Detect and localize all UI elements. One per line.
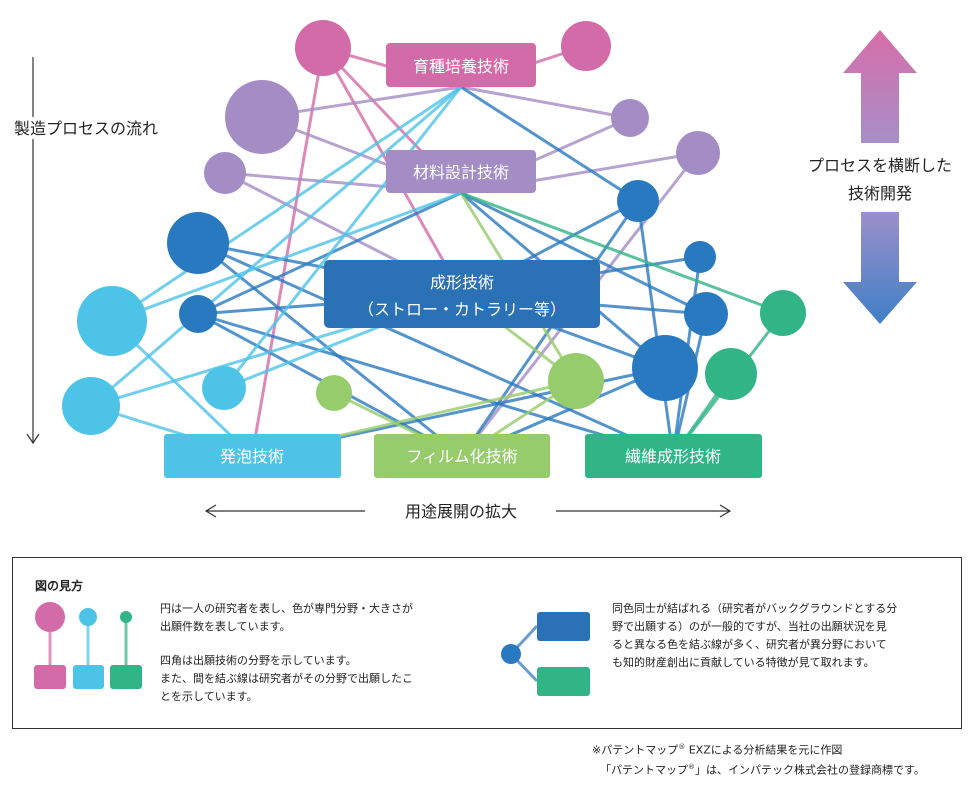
legend-text-1a: 円は一人の研究者を表し、色が専門分野・大きさが — [160, 602, 413, 615]
researcher-circle-b1 — [77, 286, 147, 356]
reg-mark-2: ® — [688, 763, 695, 771]
box-film-label: フィルム化技術 — [406, 447, 517, 466]
box-molding: 成形技術 （ストロー・カトラリー等） — [324, 260, 600, 328]
connection-line-p1-T4 — [250, 47, 325, 457]
researcher-circle-u1 — [225, 80, 299, 154]
cross-process-label-1: プロセスを横断した — [808, 156, 952, 175]
box-foam-label: 発泡技術 — [220, 447, 284, 466]
legend-text-connections: 同色同士が結ばれる（研究者がバックグラウンドとする分 野で出願する）のが一般的で… — [612, 600, 897, 672]
legend-text-2a: 四角は出願技術の分野を示しています。 — [160, 654, 357, 667]
box-molding-label-2: （ストロー・カトラリー等） — [358, 300, 566, 319]
connection-line-d2-T1 — [460, 85, 639, 203]
box-fiber: 繊維成形技術 — [585, 434, 762, 478]
box-material: 材料設計技術 — [386, 150, 536, 193]
researcher-circle-d3 — [684, 241, 716, 273]
connection-line-d5-T2 — [460, 191, 707, 316]
researcher-circle-d4 — [179, 295, 217, 333]
connection-line-b1-T2 — [111, 191, 462, 323]
connection-line-d2-T6 — [636, 200, 675, 457]
footnote-2-suffix: 」は、インパテック株式会社の登録商標です。 — [695, 763, 925, 777]
researcher-circle-d5 — [684, 292, 728, 336]
legend-text-boxes: 四角は出願技術の分野を示しています。 また、間を結ぶ線は研究者がその分野で出願し… — [160, 652, 413, 706]
researcher-circle-b3 — [62, 377, 120, 435]
legend-text-3b: 野で出願する）のが一般的ですが、当社の出願状況を見 — [612, 620, 887, 633]
footnote-1-prefix: ※パテントマップ — [592, 743, 679, 757]
box-breeding: 育種培養技術 — [386, 43, 536, 87]
legend-text-circles: 円は一人の研究者を表し、色が専門分野・大きさが 出願件数を表しています。 — [160, 600, 413, 636]
reg-mark-1: ® — [678, 743, 686, 751]
box-breeding-label: 育種培養技術 — [413, 57, 509, 76]
connection-line-d2-T5 — [460, 200, 640, 457]
legend-text-3c: ると異なる色を結ぶ線が多く、研究者が異分野において — [612, 638, 887, 651]
box-material-label: 材料設計技術 — [413, 163, 509, 182]
researcher-circles — [62, 20, 806, 435]
box-film: フィルム化技術 — [374, 434, 550, 478]
connection-line-u2-T1 — [460, 85, 631, 120]
researcher-circle-g2 — [548, 353, 604, 409]
researcher-circle-u4 — [204, 152, 246, 194]
legend-text-3d: も知的財産創出に貢献している特徴が見て取れます。 — [612, 656, 875, 669]
legend-title: 図の見方 — [35, 579, 84, 593]
connection-line-b1-T1 — [111, 85, 462, 323]
arrow-down-icon — [843, 212, 917, 324]
connection-line-e1-T2 — [460, 191, 784, 315]
connection-line-b3-T1 — [90, 85, 462, 408]
legend-connection-icon — [501, 612, 590, 696]
researcher-circle-e1 — [760, 290, 806, 336]
researcher-circle-b2 — [202, 366, 246, 410]
box-fiber-label: 繊維成形技術 — [625, 447, 721, 466]
researcher-circle-u3 — [676, 131, 720, 175]
connection-line-b2-T1 — [222, 86, 463, 389]
legend-text-2c: とを示しています。 — [160, 690, 258, 703]
researcher-circle-p1 — [295, 20, 351, 76]
researcher-circle-e2 — [705, 348, 757, 400]
connection-line-d4-T6 — [197, 312, 674, 458]
footnote-line-2: 「パテントマップ®」は、インパテック株式会社の登録商標です。 — [600, 759, 925, 779]
arrow-up-icon — [843, 30, 917, 143]
legend-text-3a: 同色同士が結ばれる（研究者がバックグラウンドとする分 — [612, 602, 898, 615]
legend-text-2b: また、間を結ぶ線は研究者がその分野で出願したこ — [160, 672, 413, 685]
box-molding-label-1: 成形技術 — [430, 273, 494, 292]
footnote-1-suffix: EXZによる分析結果を元に作図 — [685, 743, 843, 757]
cross-process-label-2: 技術開発 — [848, 184, 912, 203]
expansion-axis: 用途展開の拡大 — [204, 502, 732, 521]
legend-text-1b: 出願件数を表しています。 — [160, 620, 291, 633]
legend-box — [12, 557, 962, 729]
legend-circles-icon — [34, 602, 142, 689]
researcher-circle-u2 — [611, 99, 649, 137]
researcher-circle-d2 — [617, 180, 659, 222]
process-flow-label: 製造プロセスの流れ — [14, 119, 158, 138]
process-flow-axis: 製造プロセスの流れ — [5, 57, 185, 445]
box-foam: 発泡技術 — [164, 434, 341, 478]
researcher-circle-p2 — [561, 21, 611, 71]
researcher-circle-d6 — [632, 335, 698, 401]
researcher-circle-d1 — [167, 212, 229, 274]
expansion-label: 用途展開の拡大 — [405, 502, 517, 521]
cross-process-arrows: プロセスを横断した 技術開発 — [808, 30, 952, 324]
footnote-line-1: ※パテントマップ® EXZによる分析結果を元に作図 — [592, 739, 842, 759]
footnote-2-prefix: 「パテントマップ — [600, 763, 688, 777]
researcher-circle-g1 — [316, 375, 352, 411]
